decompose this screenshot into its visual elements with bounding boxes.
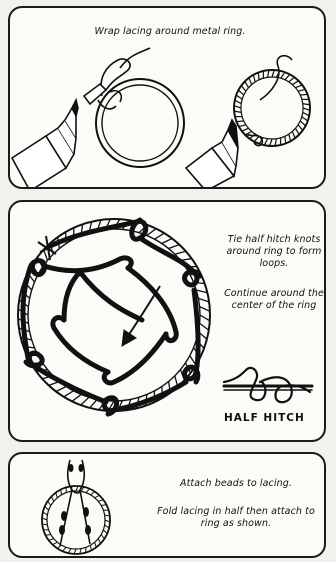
wrap-illustration <box>10 8 326 189</box>
metal-ring-1 <box>96 79 184 167</box>
step-panel-beads: Attach beads to lacing. Fold lacing in h… <box>8 452 326 558</box>
wrap-tick <box>298 125 303 131</box>
wrap-tick <box>86 489 90 493</box>
half-hitch-label: HALF HITCH <box>224 412 305 424</box>
wrap-tick <box>44 250 48 261</box>
wrap-tick <box>241 86 246 92</box>
wrap-tick <box>43 512 48 515</box>
wrap-tick <box>64 391 74 397</box>
wrap-tick <box>303 112 310 115</box>
wrap-tick <box>242 128 249 131</box>
small-ring <box>42 486 110 554</box>
wrap-tick <box>169 245 180 249</box>
wrap-tick <box>298 89 305 91</box>
wrap-tick <box>95 495 100 498</box>
wrap-tick <box>236 95 242 99</box>
wrap-tick <box>101 535 104 539</box>
wrap-ticks <box>234 70 310 146</box>
wrap-tick <box>302 117 308 121</box>
wrap-tick <box>53 542 58 545</box>
wrap-tick <box>249 78 252 85</box>
wrap-tick <box>56 493 58 498</box>
wrap-tick <box>95 542 97 547</box>
wrap-tick <box>101 505 106 506</box>
wrap-tick <box>63 547 67 551</box>
wrap-tick <box>46 535 51 536</box>
wrap-tick <box>281 72 285 78</box>
beads-illustration <box>10 454 326 558</box>
glue-bottle-left-icon <box>12 100 78 189</box>
wrap-tick <box>49 539 54 541</box>
wrap-tick <box>295 128 299 134</box>
step-panel-wrap: Wrap lacing around metal ring. <box>8 6 326 189</box>
wrap-tick <box>91 545 92 550</box>
wrap-tick <box>300 121 305 126</box>
wrap-tick <box>270 139 272 146</box>
wrap-tick <box>72 395 81 402</box>
glue-bottle-right-icon <box>186 120 238 189</box>
wrap-tick <box>292 131 295 138</box>
wrap-tick <box>196 290 207 293</box>
wrap-tick <box>56 387 66 392</box>
wrap-tick <box>238 90 243 95</box>
wrap-tick <box>272 70 274 77</box>
wrap-tick <box>200 323 209 330</box>
wrap-tick <box>61 490 62 495</box>
step-panel-half-hitch: Tie half hitch knots around ring to form… <box>8 200 326 442</box>
wrap-tick <box>285 136 286 143</box>
wrap-tick <box>303 108 310 110</box>
wrap-tick <box>234 106 241 108</box>
half-hitch-illustration <box>10 202 326 442</box>
wrap-tick <box>91 492 95 495</box>
wrap-tick <box>198 298 209 302</box>
wrap-tick <box>103 530 107 534</box>
wrap-tick <box>285 74 290 79</box>
wrap-tick <box>81 397 89 405</box>
half-hitch-knot-icon <box>224 368 312 402</box>
wrap-tick <box>200 307 210 312</box>
wrap-tick <box>258 73 259 80</box>
wrap-tick <box>300 94 307 95</box>
wrap-tick <box>292 81 298 85</box>
wrap-tick <box>155 233 165 239</box>
lacing-with-beads <box>60 460 90 546</box>
direction-arrow-icon <box>122 286 160 346</box>
wrap-tick <box>253 75 255 82</box>
wrap-tick <box>98 500 103 502</box>
wrap-tick <box>51 497 54 502</box>
wrap-tick <box>45 507 49 511</box>
wrap-tick <box>98 539 101 544</box>
wrap-tick <box>147 229 156 236</box>
wrap-tick <box>200 315 210 321</box>
wrap-tick <box>237 121 244 122</box>
wrap-tick <box>48 501 51 505</box>
wrap-tick <box>162 239 172 244</box>
wrap-tick <box>295 85 302 88</box>
wrap-tick <box>105 525 110 528</box>
wrap-tick <box>245 81 249 87</box>
wrap-tick <box>264 139 267 146</box>
wrap-tick <box>68 549 71 554</box>
wrap-tick <box>239 125 246 127</box>
wrap-tick <box>175 251 186 254</box>
wrap-tick <box>235 100 242 103</box>
wrap-tick <box>289 134 291 141</box>
wrap-tick <box>254 136 259 141</box>
wrap-tick <box>289 77 295 82</box>
